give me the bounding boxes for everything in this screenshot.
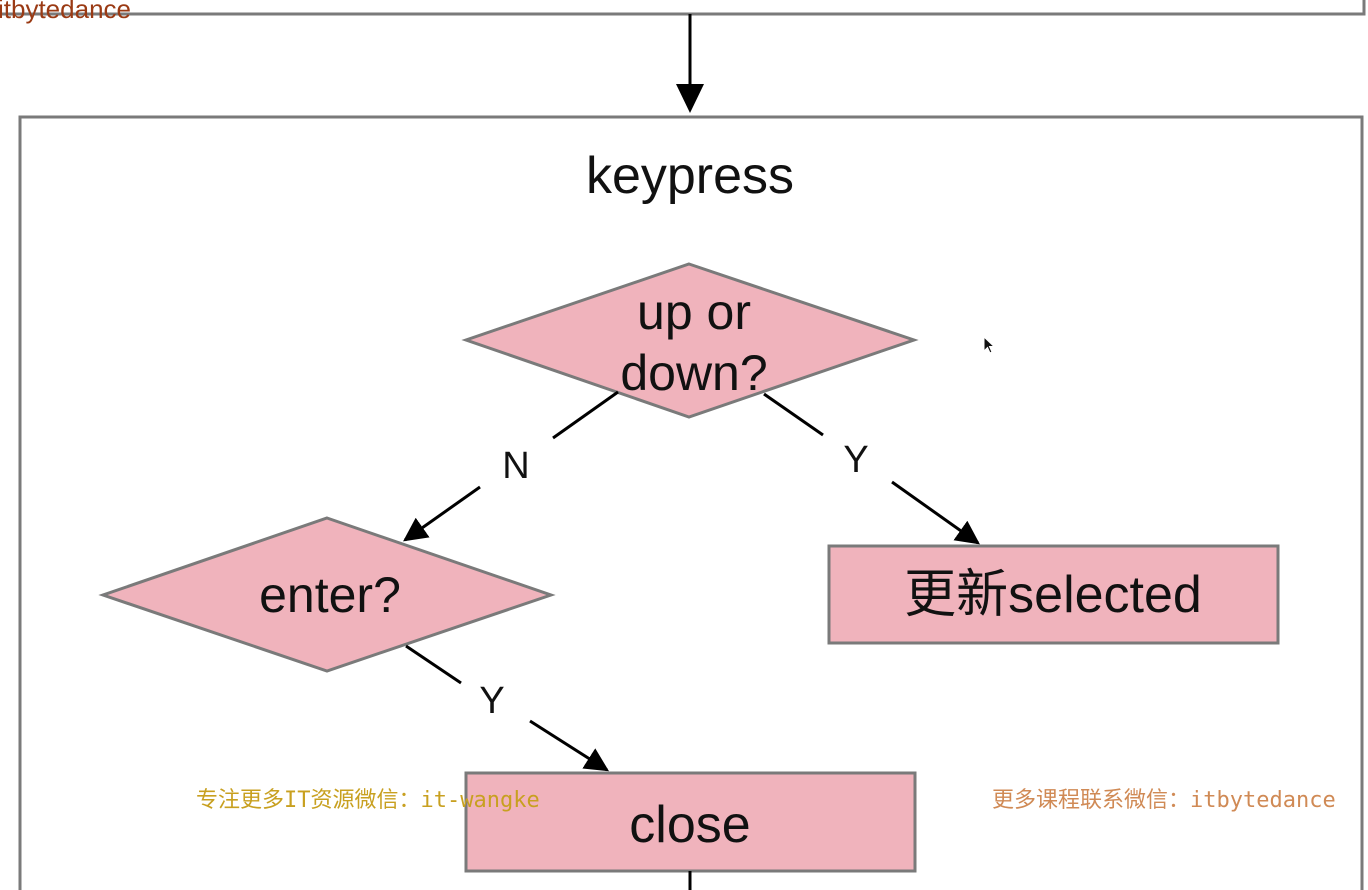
edge-yes-right-label: Y [843,439,868,481]
edge-yes-bottom-segment-top [405,644,462,685]
decision-up-or-down-label-line2: down? [620,345,767,401]
edge-no-segment-top [552,390,619,440]
edge-no-segment-bottom [403,485,481,542]
process-update-selected-label: 更新selected [904,566,1202,624]
previous-frame-border [0,0,1366,16]
edge-no-label: N [502,445,529,487]
edge-yes-right-segment-bottom [891,480,980,545]
edge-yes-bottom-segment-bottom [529,719,610,772]
process-close [464,771,917,873]
process-update-selected [827,544,1280,645]
decision-up-or-down [461,262,919,419]
keypress-frame [18,115,1364,890]
watermark-top-left: itbytedance [0,0,131,24]
watermark-bottom-left: 专注更多IT资源微信：it-wangke [196,788,540,813]
decision-up-or-down-label-line1: up or [637,284,751,340]
process-close-label: close [629,796,750,854]
mouse-pointer-icon [983,336,996,354]
edge-yes-bottom-label: Y [479,680,504,722]
keypress-title: keypress [586,147,794,205]
decision-enter [98,516,556,673]
watermark-bottom-right: 更多课程联系微信：itbytedance [992,788,1336,813]
entry-arrow-head [676,84,704,113]
edge-yes-right-segment-top [763,392,824,437]
decision-enter-label: enter? [259,567,401,623]
